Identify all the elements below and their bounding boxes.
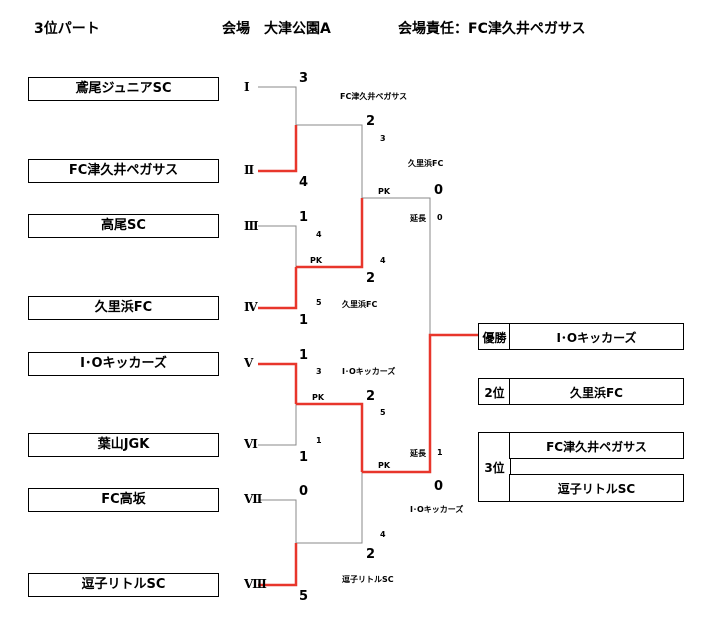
match4-winner: 逗子リトルSC	[342, 575, 394, 584]
team-box-5: I･Oキッカーズ	[28, 352, 219, 376]
seed-2: Ⅱ	[244, 163, 255, 177]
semi2-score-bottom: 2	[366, 547, 376, 562]
winner-line-final	[362, 333, 478, 474]
second-label-cell	[478, 378, 511, 405]
match2-pk-top: 4	[316, 230, 322, 239]
second-label: 2位	[484, 386, 505, 400]
second-name-cell	[509, 378, 684, 405]
match3-pk-label: PK	[312, 393, 325, 402]
line-semi1-top	[296, 124, 363, 198]
team-box-1: 鳶尾ジュニアSC	[28, 77, 219, 101]
team-box-6: 葉山JGK	[28, 433, 219, 457]
match3-pk-top: 3	[316, 367, 322, 376]
champion-name: I･Oキッカーズ	[556, 331, 637, 345]
third-name-cell-1	[509, 432, 684, 459]
line-semi2-bottom	[296, 472, 363, 544]
winner-line-match4	[258, 543, 298, 587]
final-score-bottom: 0	[434, 479, 444, 494]
semi1-score-top: 2	[366, 114, 376, 129]
third-name-cell-2	[509, 474, 684, 502]
seed-8: Ⅷ	[244, 577, 267, 591]
line-match4-top	[258, 499, 297, 543]
third-label-cell	[478, 432, 511, 502]
match1-score-top: 3	[299, 71, 309, 86]
seed-6: Ⅵ	[244, 437, 258, 451]
seed-1: Ⅰ	[244, 80, 250, 94]
seed-7: Ⅶ	[244, 492, 263, 506]
champion-name-cell	[509, 323, 684, 350]
team-box-4: 久里浜FC	[28, 296, 219, 320]
match4-score-top: 0	[299, 484, 309, 499]
final-score-top: 0	[434, 183, 444, 198]
semi1-winner: 久里浜FC	[408, 159, 444, 168]
winner-line-semi1	[296, 198, 364, 269]
seed-4: Ⅳ	[244, 300, 258, 314]
semi1-pk-bottom: 4	[380, 256, 386, 265]
team-box-8: 逗子リトルSC	[28, 573, 219, 597]
seed-3: Ⅲ	[244, 219, 259, 233]
winner-line-semi2	[296, 402, 364, 472]
second-name: 久里浜FC	[569, 386, 623, 400]
third-name-1: FC津久井ペガサス	[546, 440, 647, 454]
semi2-score-top: 2	[366, 389, 376, 404]
line-match3-bottom	[258, 404, 297, 446]
match1-score-bottom: 4	[299, 175, 309, 190]
semi1-pk-top: 3	[380, 134, 386, 143]
match2-winner: 久里浜FC	[342, 300, 378, 309]
final-et-bottom: 1	[437, 448, 443, 457]
match1-winner: FC津久井ペガサス	[340, 92, 408, 101]
semi1-score-bottom: 2	[366, 271, 376, 286]
final-et-label-bottom: 延長	[410, 449, 426, 458]
semi2-pk-top: 5	[380, 408, 386, 417]
match2-score-bottom: 1	[299, 313, 309, 328]
match3-score-bottom: 1	[299, 450, 309, 465]
winner-line-match3	[258, 362, 298, 404]
venue-responsible-label: 会場責任：FC津久井ペガサス	[398, 21, 586, 37]
match3-winner: I･Oキッカーズ	[342, 367, 396, 376]
line-final-top	[362, 197, 431, 335]
third-label: 3位	[484, 461, 505, 475]
semi2-pk-label: PK	[378, 461, 391, 470]
final-winner: I･Oキッカーズ	[410, 505, 464, 514]
team-box-3: 高尾SC	[28, 214, 219, 238]
final-et-label-top: 延長	[410, 214, 426, 223]
team-box-2: FC津久井ペガサス	[28, 159, 219, 183]
match2-pk-label: PK	[310, 256, 323, 265]
line-match2-top	[258, 225, 297, 267]
champion-label-cell	[478, 323, 511, 350]
winner-line-match1	[258, 125, 298, 173]
team-box-7: FC高坂	[28, 488, 219, 512]
third-name-2: 逗子リトルSC	[557, 482, 636, 496]
venue-label: 会場 大津公園A	[222, 21, 331, 37]
semi1-pk-label: PK	[378, 187, 391, 196]
seed-5: Ⅴ	[244, 356, 254, 370]
winner-line-match2	[258, 267, 298, 310]
match2-score-top: 1	[299, 210, 309, 225]
champion-label: 優勝	[482, 331, 507, 345]
final-et-top: 0	[437, 213, 443, 222]
semi2-pk-bottom: 4	[380, 530, 386, 539]
match4-score-bottom: 5	[299, 589, 309, 604]
match3-pk-bottom: 1	[316, 436, 322, 445]
match3-score-top: 1	[299, 348, 309, 363]
line-match1-top	[258, 86, 297, 125]
match2-pk-bottom: 5	[316, 298, 322, 307]
page-title: 3位パート	[34, 21, 100, 37]
